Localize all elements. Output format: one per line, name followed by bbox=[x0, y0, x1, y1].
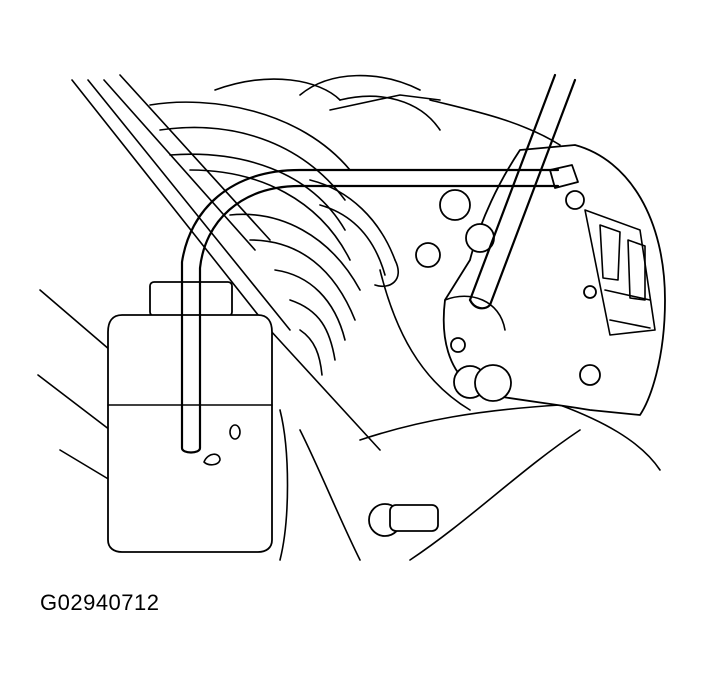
brake-hose-boot bbox=[309, 94, 441, 287]
coil-spring bbox=[149, 74, 441, 376]
figure-code: G02940712 bbox=[40, 590, 160, 615]
suspension-strut-lines bbox=[37, 74, 381, 481]
steering-knuckle bbox=[279, 99, 661, 561]
caliper-bolts bbox=[368, 189, 601, 537]
brake-caliper bbox=[442, 144, 666, 416]
diagonal-tube bbox=[468, 73, 577, 310]
fluid-container bbox=[107, 280, 273, 553]
vinyl-tube bbox=[180, 168, 560, 292]
